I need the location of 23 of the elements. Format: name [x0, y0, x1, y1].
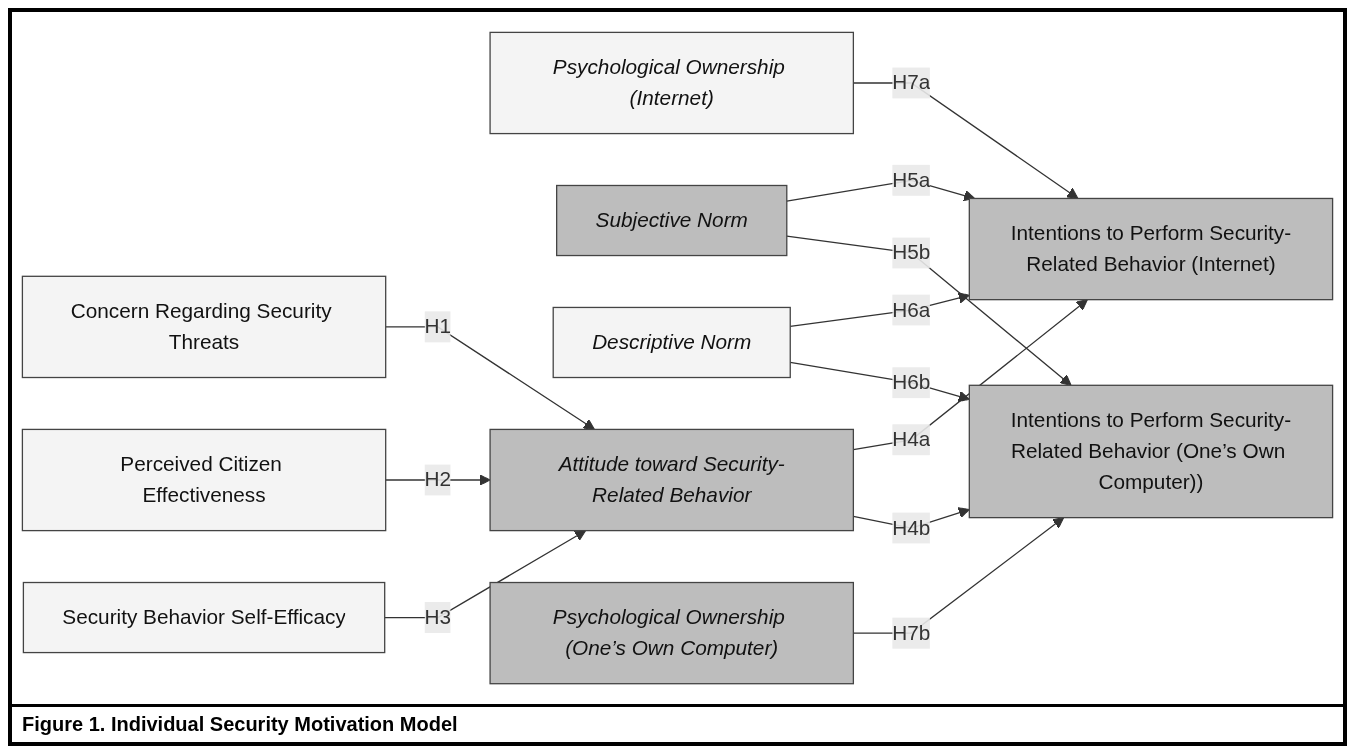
edge-label: H3 — [424, 605, 452, 628]
node-box: Psychological Ownership (Internet) — [489, 31, 854, 135]
node-box: Psychological Ownership (One’s Own Computer) — [489, 581, 854, 685]
edge-label: H4b — [892, 516, 931, 539]
edge-label: H4a — [892, 428, 931, 451]
edge-label: H5a — [892, 168, 931, 191]
edge-label: H6b — [892, 370, 931, 394]
figure-caption: Figure 1. Individual Security Motivation Model — [12, 704, 1343, 742]
node-box: Intentions to Perform Security-Related Behavior (One’s Own Computer)) — [968, 384, 1334, 519]
edge-label: H6a — [892, 298, 931, 321]
node-box: Concern Regarding Security Threats — [21, 275, 387, 379]
node-box: Perceived Citizen Effectiveness — [21, 428, 387, 532]
node-box: Subjective Norm — [556, 184, 788, 257]
arrow — [786, 235, 1072, 386]
node-box: Security Behavior Self-Efficacy — [22, 581, 386, 654]
node-box: Intentions to Perform Security-Related Behavior (Internet) — [968, 197, 1334, 301]
edge-label: H7b — [892, 621, 931, 644]
edge-label: H7a — [892, 71, 931, 94]
edge-label: H1 — [424, 315, 452, 338]
edge-label: H2 — [424, 468, 452, 491]
edge-label: H5b — [892, 241, 931, 264]
node-box: Descriptive Norm — [552, 306, 791, 379]
node-box: Attitude toward Security-Related Behavior — [489, 428, 854, 532]
